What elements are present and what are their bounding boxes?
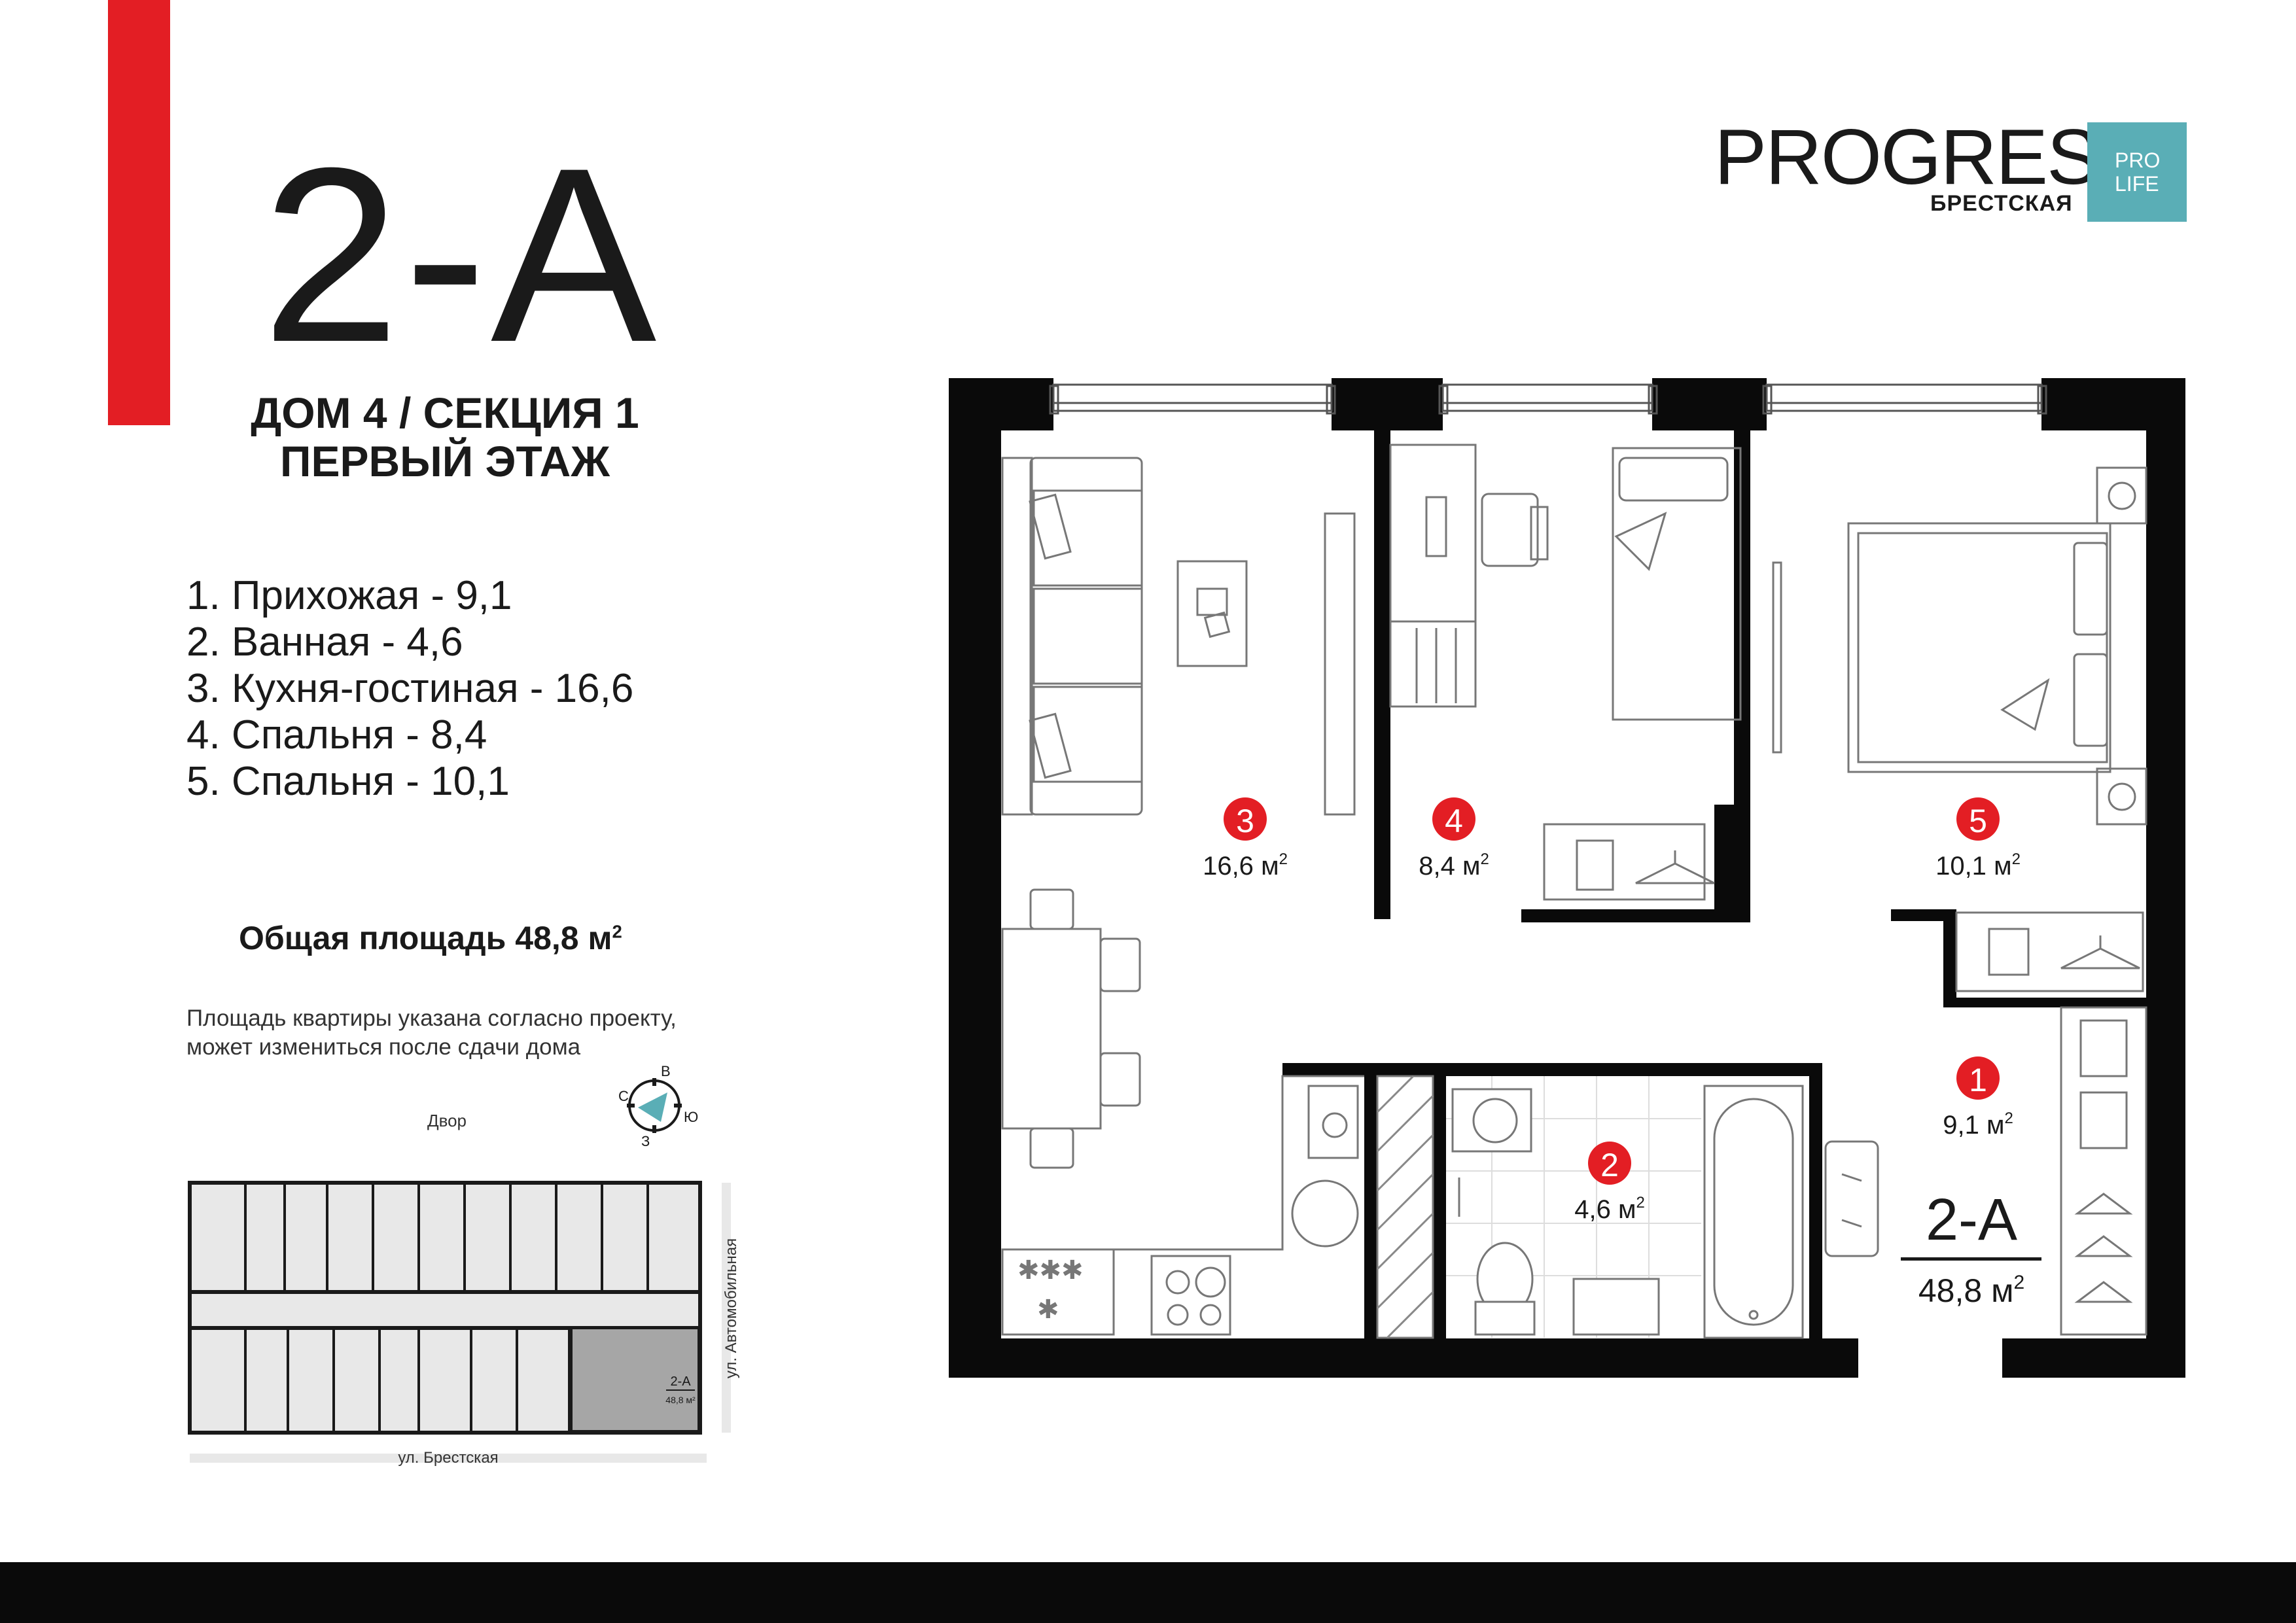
walls <box>949 378 2185 1378</box>
bedroom4-furniture <box>1389 444 1742 901</box>
svg-text:С: С <box>618 1088 629 1104</box>
logo-subtitle: БРЕСТСКАЯ <box>1930 191 2073 216</box>
svg-text:8,4 м2: 8,4 м2 <box>1419 850 1489 881</box>
logo-badge-bottom: LIFE <box>2115 172 2159 196</box>
room-markers: 3 16,6 м2 4 8,4 м2 5 10,1 м2 2 4,6 м2 1 … <box>1203 797 2021 1224</box>
svg-text:2: 2 <box>1600 1147 1619 1183</box>
red-accent-bar <box>108 0 170 425</box>
svg-text:3: 3 <box>1236 803 1254 839</box>
note-line-2: может измениться после сдачи дома <box>186 1034 581 1060</box>
minimap: Двор В С Ю З <box>188 1063 740 1467</box>
svg-text:В: В <box>661 1063 671 1079</box>
room-marker-2: 2 4,6 м2 <box>1574 1142 1645 1224</box>
windows <box>1049 383 2047 415</box>
room-marker-5: 5 10,1 м2 <box>1935 797 2021 881</box>
minimap-yard-label: Двор <box>427 1111 467 1130</box>
area-disclaimer: Площадь квартиры указана согласно проект… <box>186 1004 775 1062</box>
svg-text:1: 1 <box>1969 1062 1987 1098</box>
svg-text:2-А: 2-А <box>670 1374 691 1389</box>
svg-text:4,6 м2: 4,6 м2 <box>1574 1194 1645 1224</box>
bottom-band <box>0 1562 2296 1623</box>
svg-text:16,6 м2: 16,6 м2 <box>1203 850 1288 881</box>
plan-apartment-label: 2-А 48,8 м2 <box>1901 1187 2041 1309</box>
svg-text:48,8 м²: 48,8 м² <box>665 1395 696 1405</box>
floor-label: ПЕРВЫЙ ЭТАЖ <box>280 437 610 485</box>
logo-badge-top: PRO <box>2115 148 2161 172</box>
rooms-list: 1. Прихожая - 9,1 2. Ванная - 4,6 3. Кух… <box>186 572 633 805</box>
svg-text:48,8 м2: 48,8 м2 <box>1918 1272 2024 1309</box>
note-line-1: Площадь квартиры указана согласно проект… <box>186 1005 677 1031</box>
logo-badge: PRO LIFE <box>2087 122 2187 222</box>
minimap-highlight <box>570 1327 700 1433</box>
svg-text:10,1 м2: 10,1 м2 <box>1935 850 2021 881</box>
svg-text:З: З <box>641 1133 650 1149</box>
apartment-code: 2-А <box>262 116 661 394</box>
svg-text:Ю: Ю <box>684 1109 698 1125</box>
street-avtomobilnaya: ул. Автомобильная <box>722 1238 740 1378</box>
svg-text:✱: ✱ <box>1037 1295 1059 1324</box>
room-item-3: 3. Кухня-гостиная - 16,6 <box>186 666 634 711</box>
room-marker-3: 3 16,6 м2 <box>1203 797 1288 881</box>
svg-text:✱✱✱: ✱✱✱ <box>1017 1256 1084 1285</box>
svg-text:9,1 м2: 9,1 м2 <box>1943 1109 2013 1140</box>
compass-icon: В С Ю З <box>618 1063 698 1149</box>
svg-text:5: 5 <box>1969 803 1987 839</box>
house-section: ДОМ 4 / СЕКЦИЯ 1 <box>251 389 639 437</box>
room-marker-1: 1 9,1 м2 <box>1943 1056 2013 1140</box>
bedroom5-furniture <box>1772 466 2147 992</box>
room-item-1: 1. Прихожая - 9,1 <box>186 573 512 618</box>
svg-text:4: 4 <box>1445 803 1463 839</box>
total-area: Общая площадь 48,8 м2 <box>239 920 622 956</box>
logo-progress: PROGRESS <box>1714 113 2150 201</box>
hall-wardrobe <box>1824 1006 2147 1336</box>
street-brestskaya: ул. Брестская <box>398 1449 498 1467</box>
kitchen-marks: ✱✱✱ ✱ <box>1017 1256 1084 1324</box>
living-furniture <box>1001 457 1364 1336</box>
room-item-5: 5. Спальня - 10,1 <box>186 759 510 804</box>
room-marker-4: 4 8,4 м2 <box>1419 797 1489 881</box>
room-item-4: 4. Спальня - 8,4 <box>186 712 487 758</box>
room-item-2: 2. Ванная - 4,6 <box>186 620 463 665</box>
svg-text:2-А: 2-А <box>1926 1187 2017 1253</box>
shaft <box>1376 1075 1434 1339</box>
bathroom <box>1446 1076 1804 1339</box>
